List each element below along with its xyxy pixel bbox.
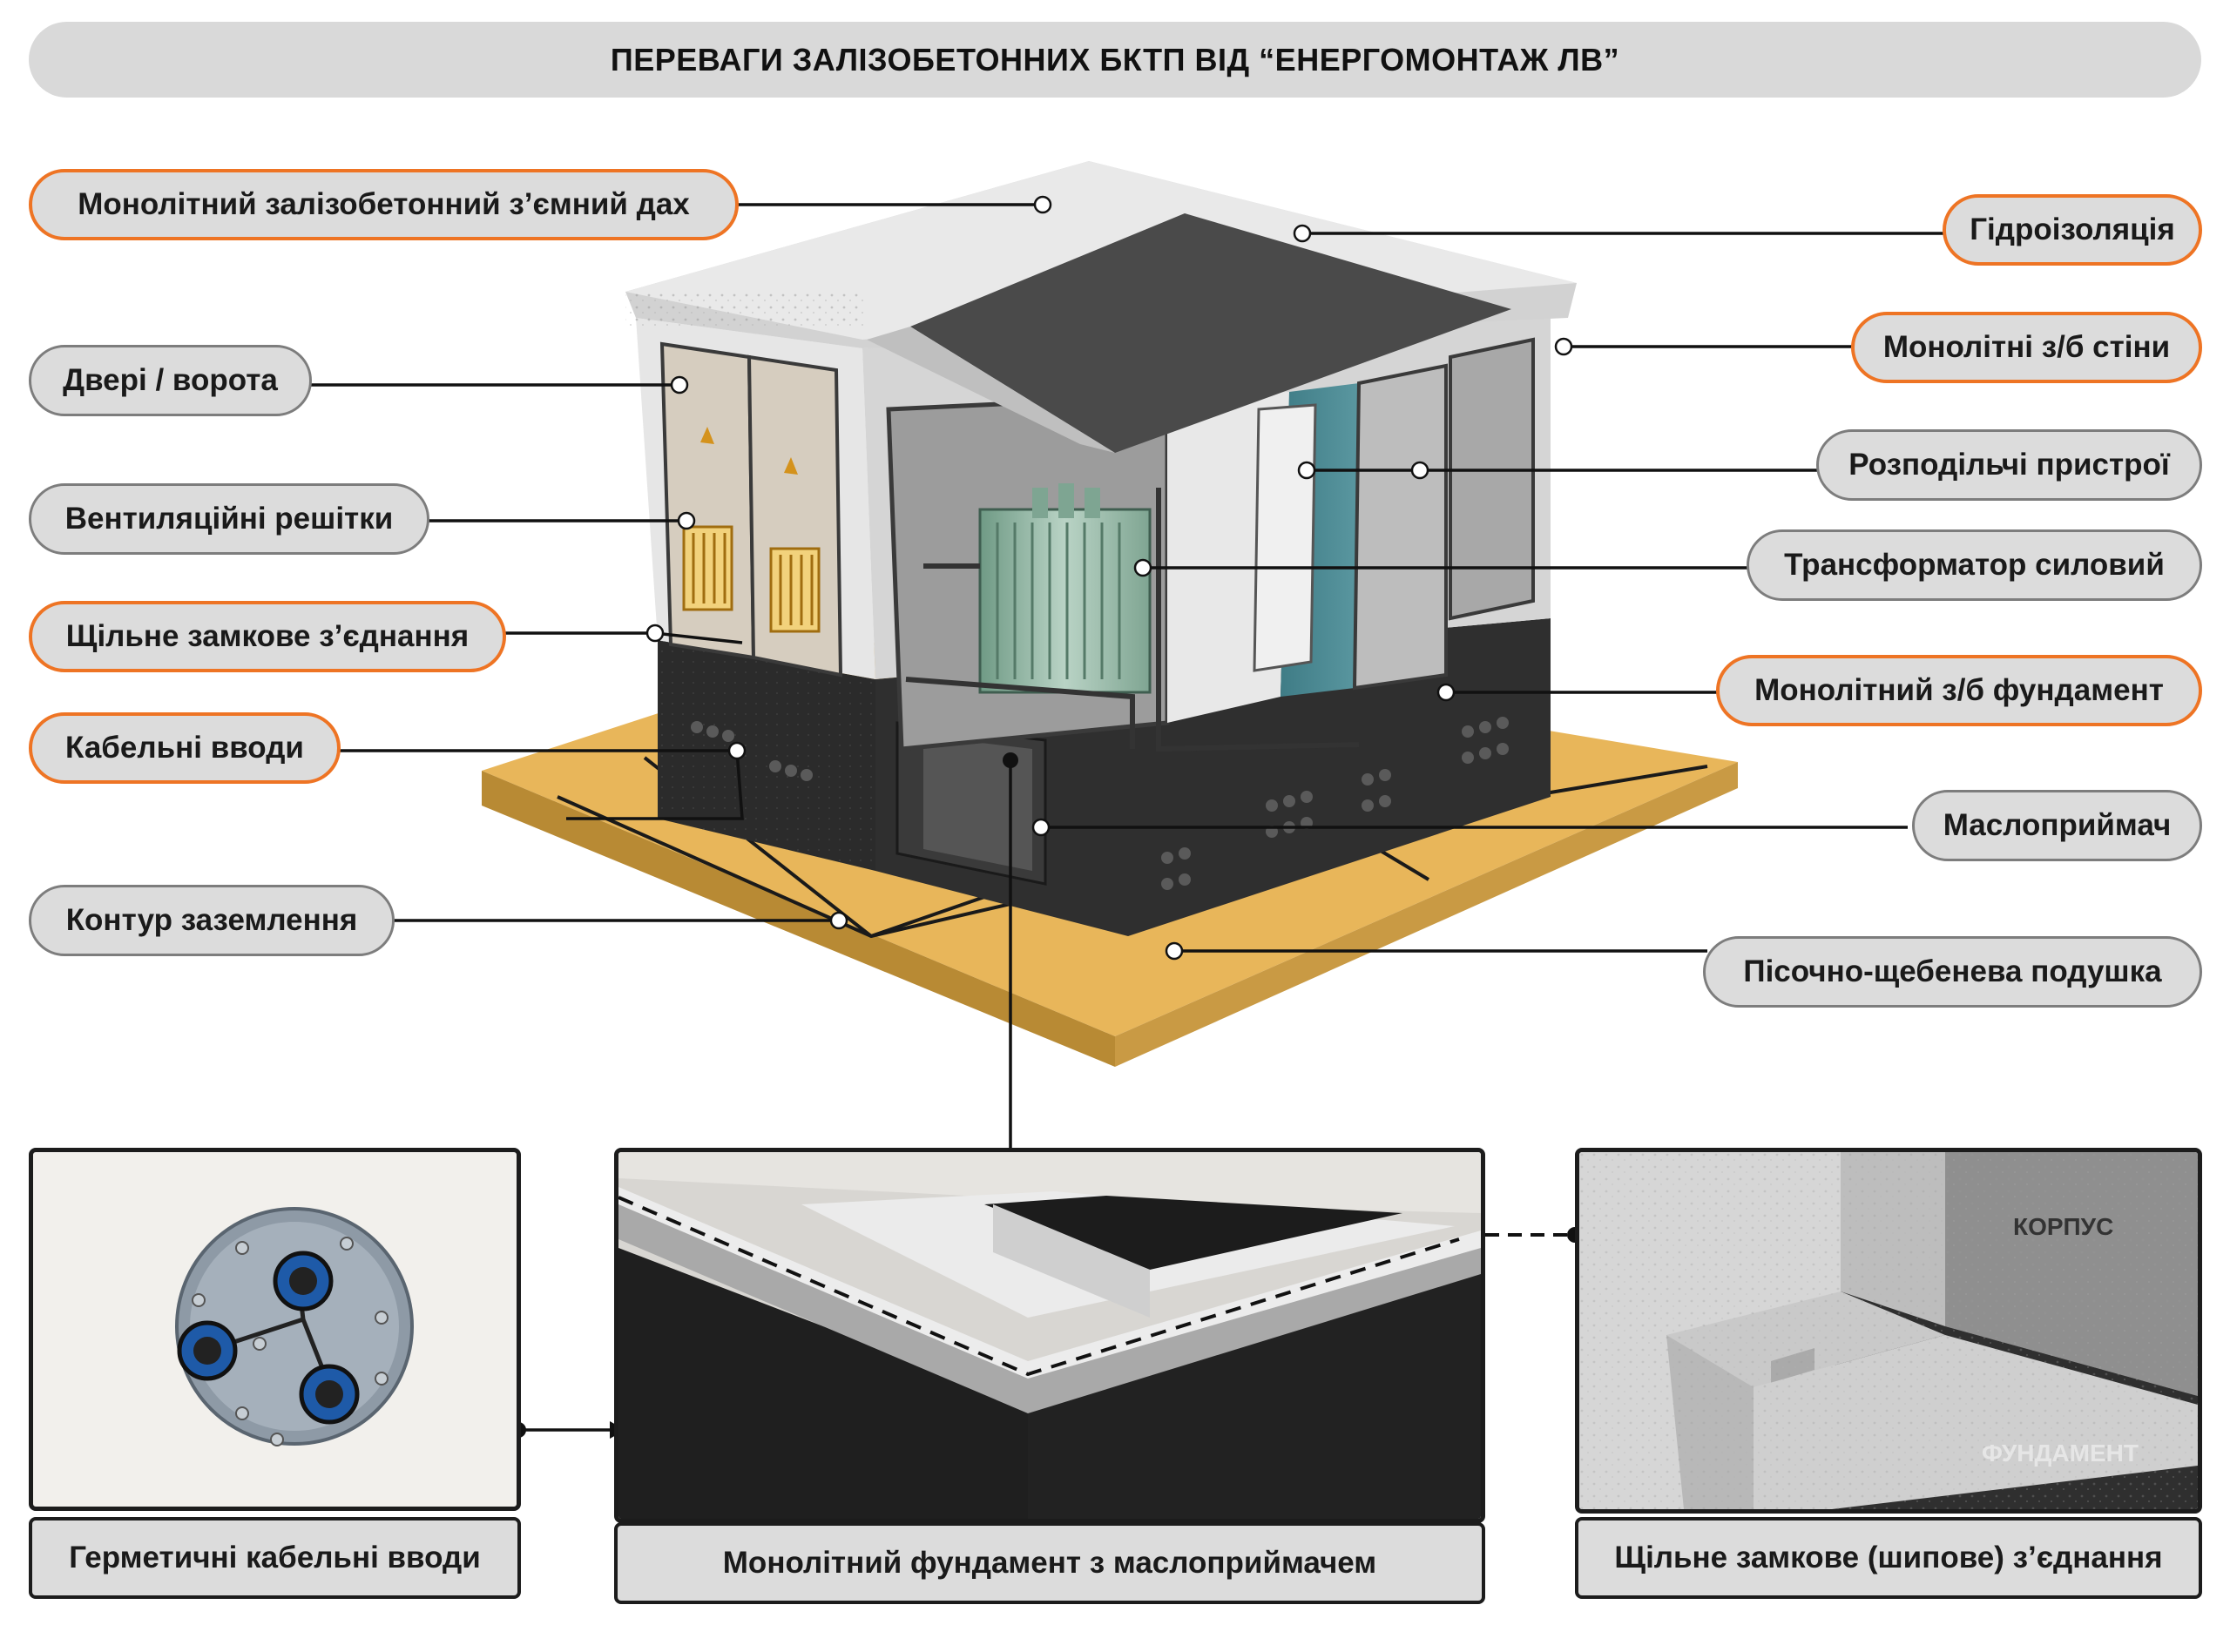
- callout-doors-gates: Двері / ворота: [29, 345, 312, 416]
- callout-removable-roof: Монолітний залізобетонний з’ємний дах: [29, 169, 739, 240]
- callout-tight-lock-joint: Щільне замкове з’єднання: [29, 601, 506, 672]
- callout-waterproofing: Гідроізоляція: [1943, 194, 2202, 266]
- cable-gland-icon: [177, 1251, 360, 1425]
- callout-grounding-loop: Контур заземлення: [29, 885, 395, 956]
- page-title: ПЕРЕВАГИ ЗАЛІЗОБЕТОННИХ БКТП ВІД “ЕНЕРГО…: [29, 22, 2201, 98]
- callout-sand-gravel-bed: Пісочно-щебенева подушка: [1703, 936, 2202, 1008]
- callout-monolithic-walls: Монолітні з/б стіни: [1851, 312, 2202, 383]
- caption-cable-entries: Герметичні кабельні вводи: [29, 1517, 521, 1599]
- leader-dots: [645, 195, 1573, 961]
- callout-monolithic-foundation: Монолітний з/б фундамент: [1716, 655, 2202, 726]
- callout-power-transformer: Трансформатор силовий: [1747, 529, 2202, 601]
- panel-foundation-image: [614, 1148, 1485, 1523]
- callout-cable-entries: Кабельні вводи: [29, 712, 341, 784]
- panel-cable-entries-image: [29, 1148, 521, 1511]
- caption-lock-joint: Щільне замкове (шипове) з’єднання: [1575, 1517, 2202, 1599]
- callout-ventilation-grilles: Вентиляційні решітки: [29, 483, 429, 555]
- callout-switchgear: Розподільчі пристрої: [1816, 429, 2202, 501]
- leader-lines: [309, 203, 1947, 1432]
- left-wall-block: [636, 318, 875, 679]
- caption-foundation: Монолітний фундамент з маслоприймачем: [614, 1522, 1485, 1604]
- callout-oil-receiver: Маслоприймач: [1912, 790, 2202, 861]
- panel-lock-joint-image: КОРПУС ФУНДАМЕНТ: [1575, 1148, 2202, 1514]
- label-foundation: ФУНДАМЕНТ: [1982, 1440, 2139, 1467]
- label-body: КОРПУС: [2013, 1213, 2114, 1240]
- roof: [625, 161, 1577, 453]
